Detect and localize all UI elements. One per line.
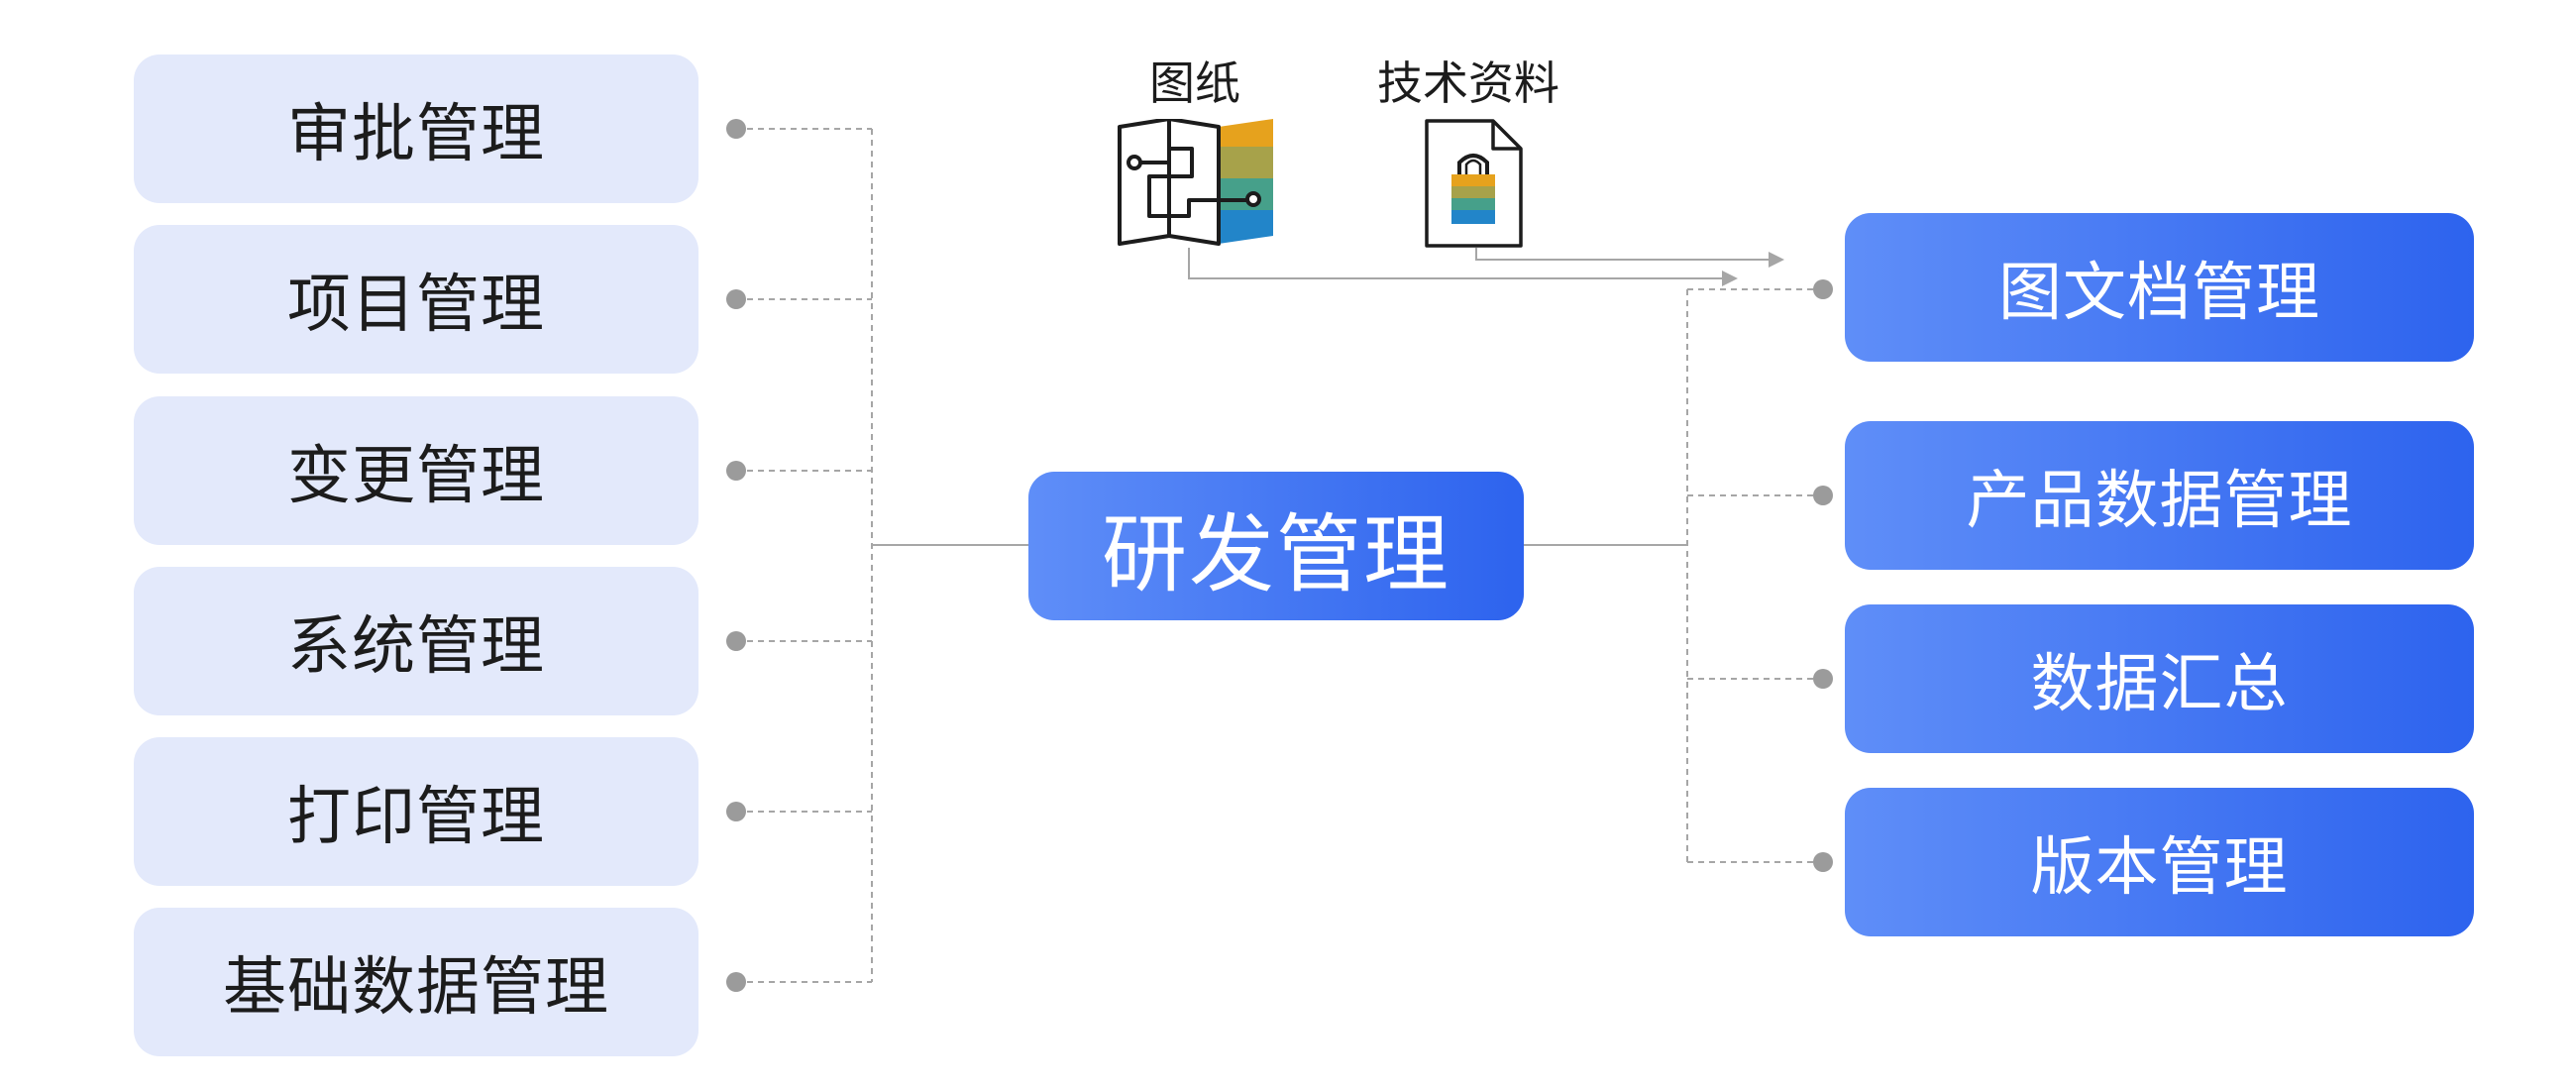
node-data-summary: 数据汇总 <box>1845 604 2474 753</box>
node-document-management: 图文档管理 <box>1845 213 2474 362</box>
node-basic-data-management: 基础数据管理 <box>134 908 698 1056</box>
tech-docs-label: 技术资料 <box>1377 56 1559 110</box>
node-project-management: 项目管理 <box>134 225 698 374</box>
node-system-management: 系统管理 <box>134 567 698 715</box>
locked-document-icon <box>1425 119 1523 248</box>
node-version-management: 版本管理 <box>1845 788 2474 936</box>
node-change-management: 变更管理 <box>134 396 698 545</box>
blueprint-map-icon <box>1118 119 1273 246</box>
node-approval-management: 审批管理 <box>134 54 698 203</box>
node-rd-management: 研发管理 <box>1028 472 1524 620</box>
drawing-label: 图纸 <box>1149 56 1240 110</box>
node-product-data-management: 产品数据管理 <box>1845 421 2474 570</box>
node-print-management: 打印管理 <box>134 737 698 886</box>
